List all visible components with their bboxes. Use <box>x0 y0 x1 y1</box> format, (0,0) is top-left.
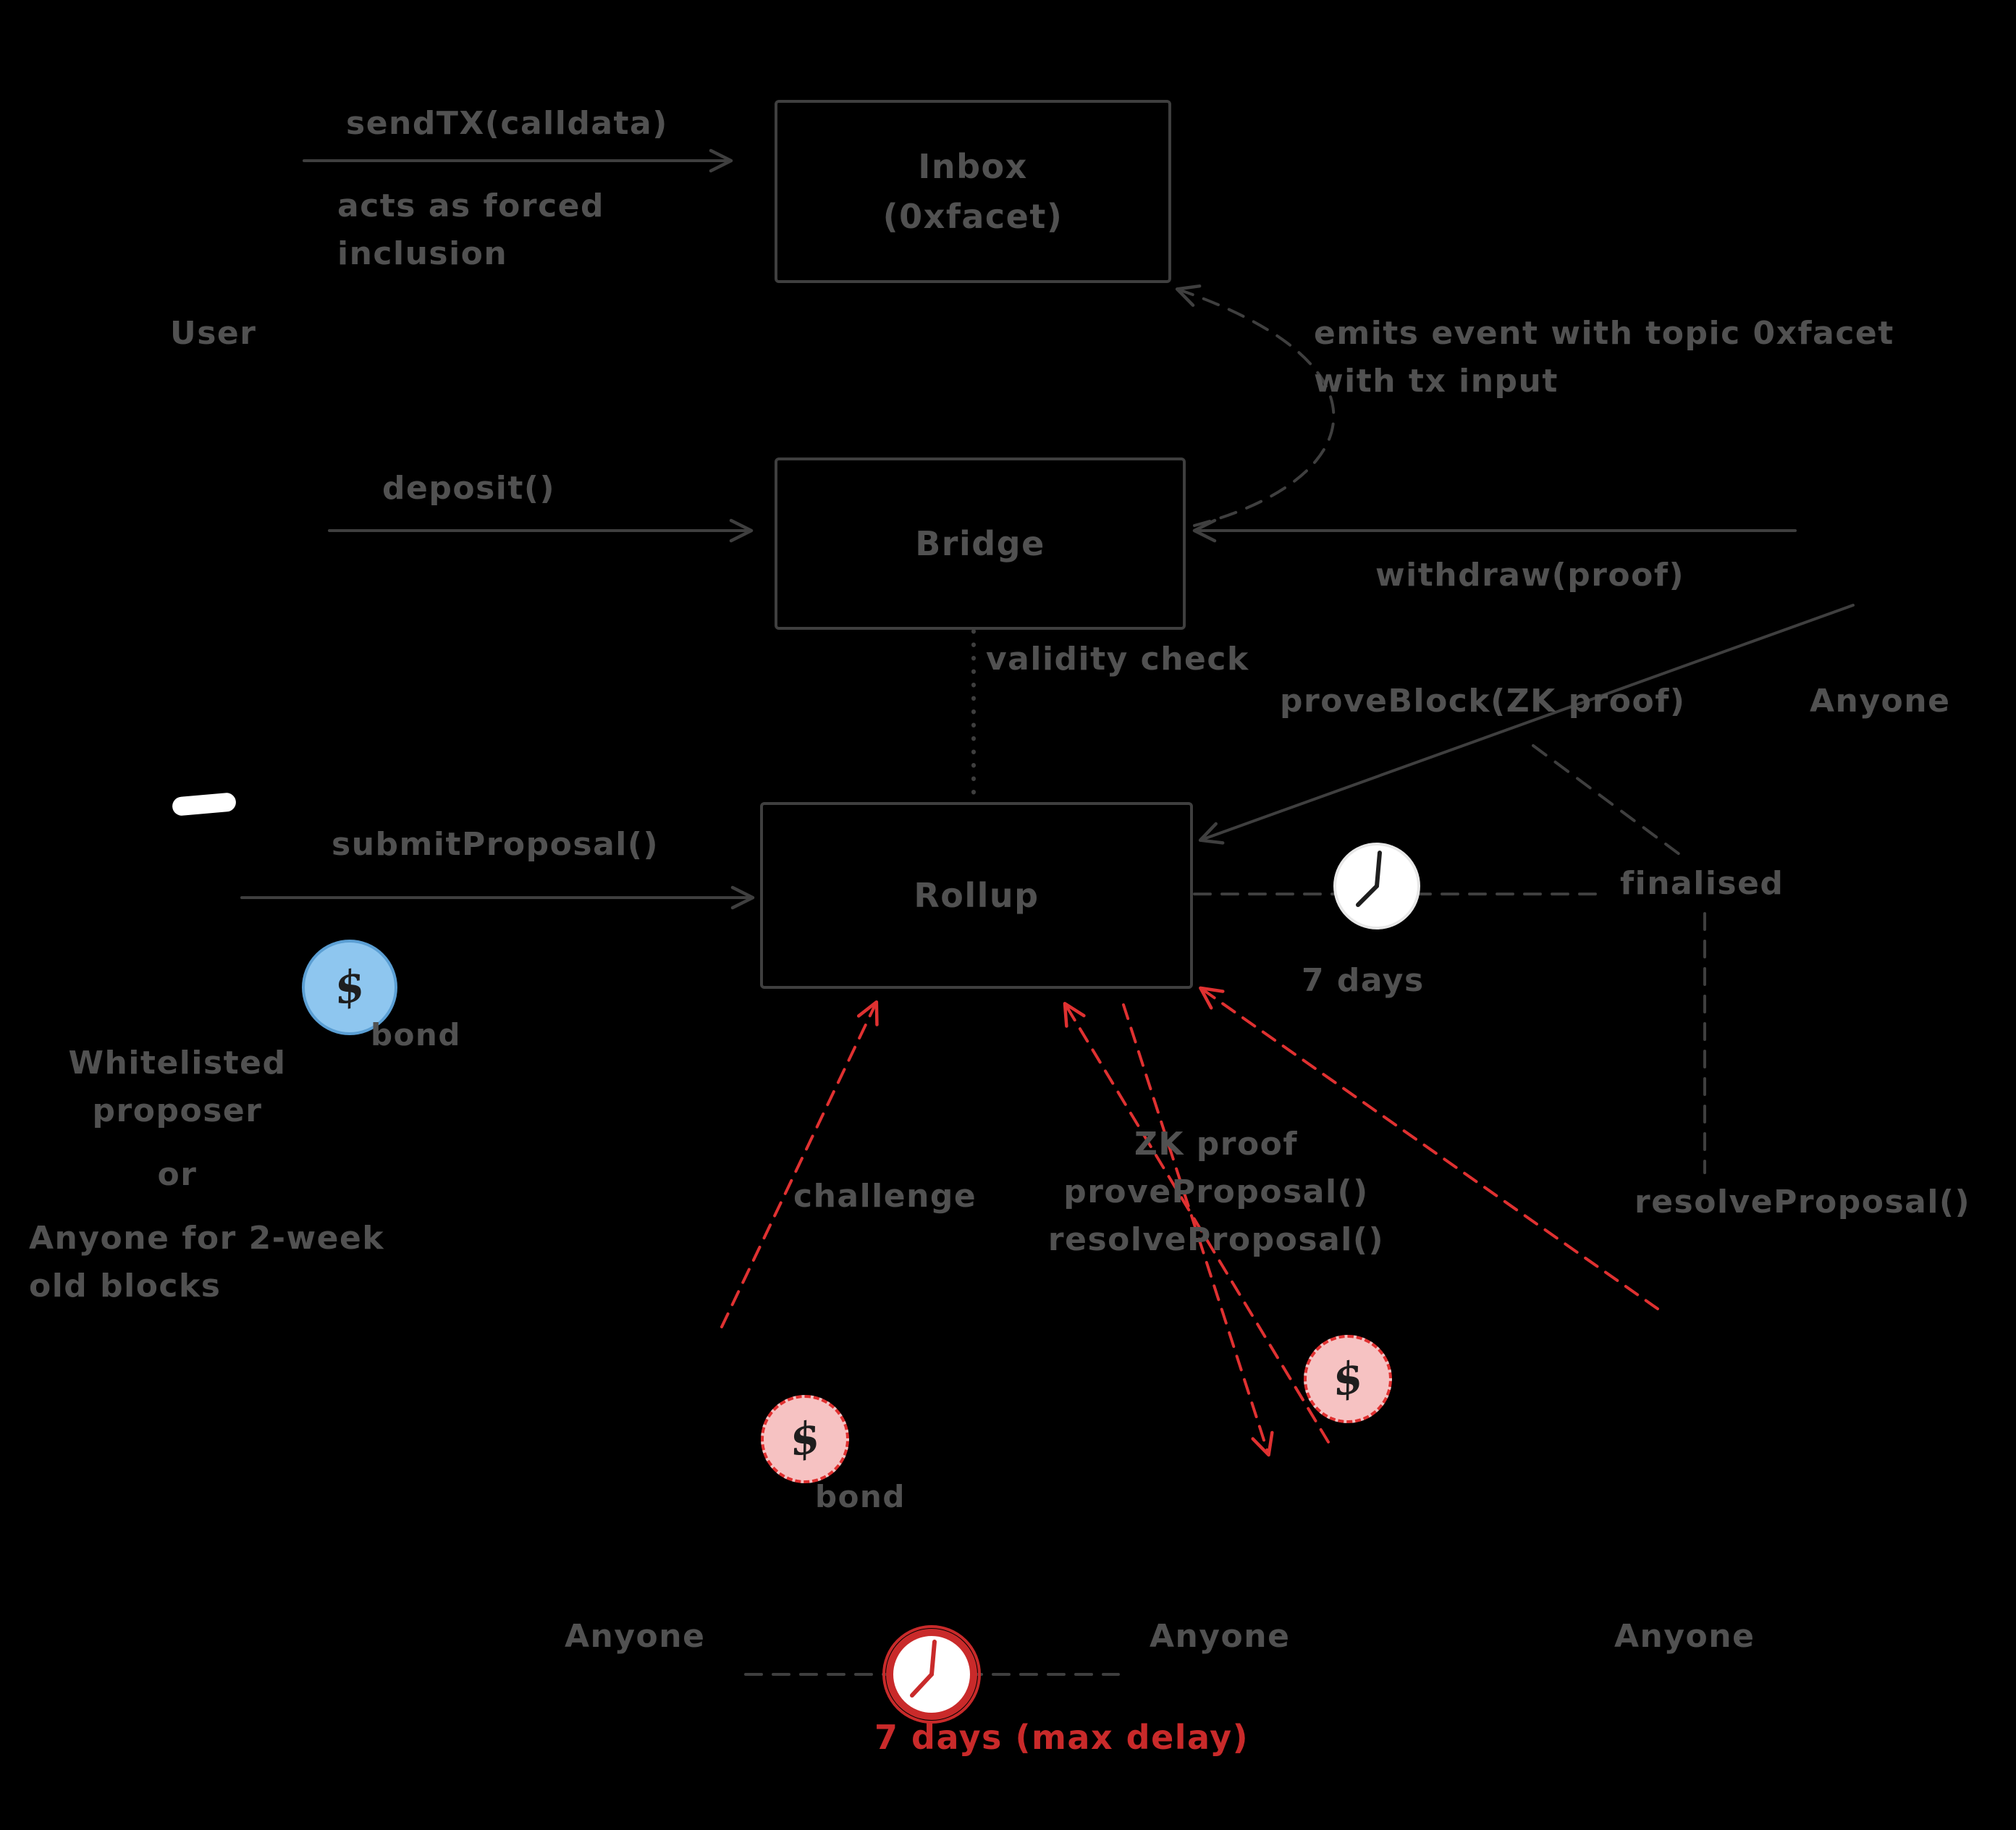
dollar-icon: $ <box>1328 1351 1367 1407</box>
dash-proveblock-to-finalised <box>1532 744 1681 856</box>
dollar-icon: $ <box>785 1411 824 1467</box>
arrow-challenge-to-rollup <box>720 1000 879 1328</box>
label-max-delay: 7 days (max delay) <box>874 1718 1249 1757</box>
bridge-node: Bridge <box>775 458 1186 630</box>
label-bond-blue: bond <box>371 1017 461 1053</box>
label-emits-event: emits event with topic 0xfacet with tx i… <box>1314 315 1894 400</box>
label-anyone-two-week: Anyone for 2-week old blocks <box>29 1220 385 1304</box>
pink-bond-coin-right: $ <box>1304 1335 1392 1423</box>
label-forced-inclusion: acts as forced inclusion <box>337 187 605 272</box>
label-resolve-proposal-right: resolveProposal() <box>1635 1184 1971 1220</box>
label-bond-pink: bond <box>815 1479 906 1514</box>
white-clock-icon <box>1333 843 1420 929</box>
label-user: User <box>170 315 257 352</box>
arrow-proveblock-to-rollup <box>1198 604 1855 845</box>
label-prove-block: proveBlock(ZK proof) <box>1280 683 1686 720</box>
arrow-rollup-to-bond-payout <box>1122 1003 1274 1457</box>
label-anyone-top-right: Anyone <box>1810 683 1951 720</box>
blue-bond-coin: $ <box>302 940 397 1035</box>
label-zk-proof-actions: ZK proof proveProposal() resolveProposal… <box>1047 1126 1385 1258</box>
dollar-icon: $ <box>330 959 369 1016</box>
label-validity-check: validity check <box>986 641 1249 678</box>
label-send-tx: sendTX(calldata) <box>346 105 668 142</box>
label-anyone-bottom-left: Anyone <box>565 1618 706 1655</box>
inbox-node: Inbox (0xfacet) <box>775 100 1171 283</box>
rollup-node: Rollup <box>760 802 1193 989</box>
label-anyone-bottom-middle: Anyone <box>1150 1618 1291 1655</box>
red-clock-icon <box>882 1625 981 1724</box>
label-anyone-bottom-right: Anyone <box>1614 1618 1755 1655</box>
label-submit-proposal: submitProposal() <box>332 826 659 863</box>
label-seven-days: 7 days <box>1302 962 1425 999</box>
label-challenge: challenge <box>793 1178 977 1215</box>
label-finalised: finalised <box>1620 865 1784 902</box>
arrow-resolveproposal-to-rollup <box>1199 986 1659 1310</box>
pink-bond-coin-left: $ <box>761 1395 849 1483</box>
label-whitelisted-proposer: Whitelisted proposer <box>68 1045 287 1129</box>
curve-emits-event-to-inbox <box>1175 284 1336 527</box>
label-withdraw: withdraw(proof) <box>1375 557 1685 594</box>
arrow-proveproposal-to-rollup <box>1063 1002 1330 1443</box>
label-or: or <box>157 1156 198 1193</box>
label-deposit: deposit() <box>382 470 556 507</box>
